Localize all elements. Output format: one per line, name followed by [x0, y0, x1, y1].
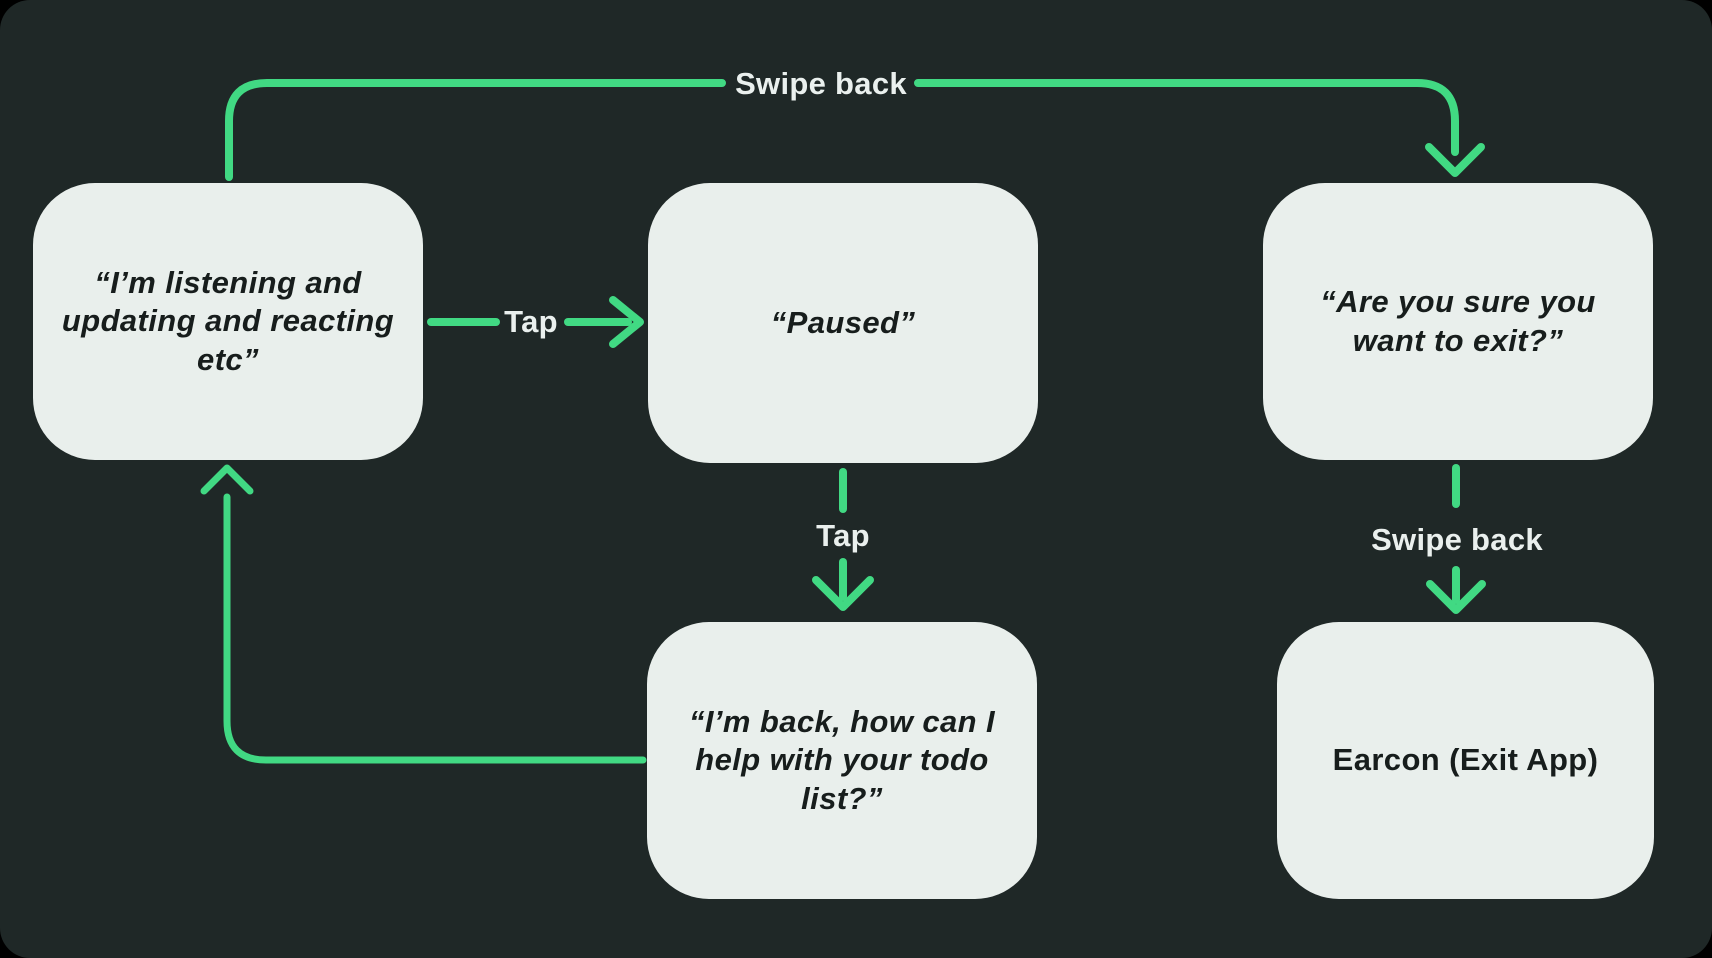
edge-label-swipe-back-vertical: Swipe back [1371, 522, 1543, 557]
node-earcon-exit-state: Earcon (Exit App) [1277, 622, 1654, 899]
edge-swipe-back-top-left-segment [225, 79, 726, 181]
node-back-help-state: “I’m back, how can I help with your todo… [647, 622, 1037, 899]
edge-label-swipe-back-top: Swipe back [735, 66, 907, 101]
arrowhead-down-icon [1426, 580, 1486, 614]
node-confirm-exit-label: “Are you sure you want to exit?” [1320, 284, 1596, 358]
arrowhead-down-icon [812, 576, 874, 611]
node-back-help-label: “I’m back, how can I help with your todo… [688, 703, 996, 816]
edge-swipe-back-top-right-segment [914, 79, 1459, 156]
node-confirm-exit-state: “Are you sure you want to exit?” [1263, 183, 1653, 460]
edge-loop-back-segment [223, 493, 647, 764]
node-paused-label: “Paused” [770, 304, 916, 340]
node-listening-state: “I’m listening and updating and reacting… [33, 183, 423, 460]
arrowhead-up-icon [200, 464, 254, 495]
arrowhead-right-icon [609, 296, 644, 348]
node-earcon-exit-label: Earcon (Exit App) [1332, 742, 1599, 778]
edge-label-tap-vertical: Tap [816, 518, 870, 553]
node-paused-state: “Paused” [648, 183, 1038, 463]
edge-label-tap-horizontal: Tap [504, 304, 558, 339]
node-listening-label: “I’m listening and updating and reacting… [61, 264, 395, 377]
arrowhead-down-icon [1425, 143, 1485, 177]
